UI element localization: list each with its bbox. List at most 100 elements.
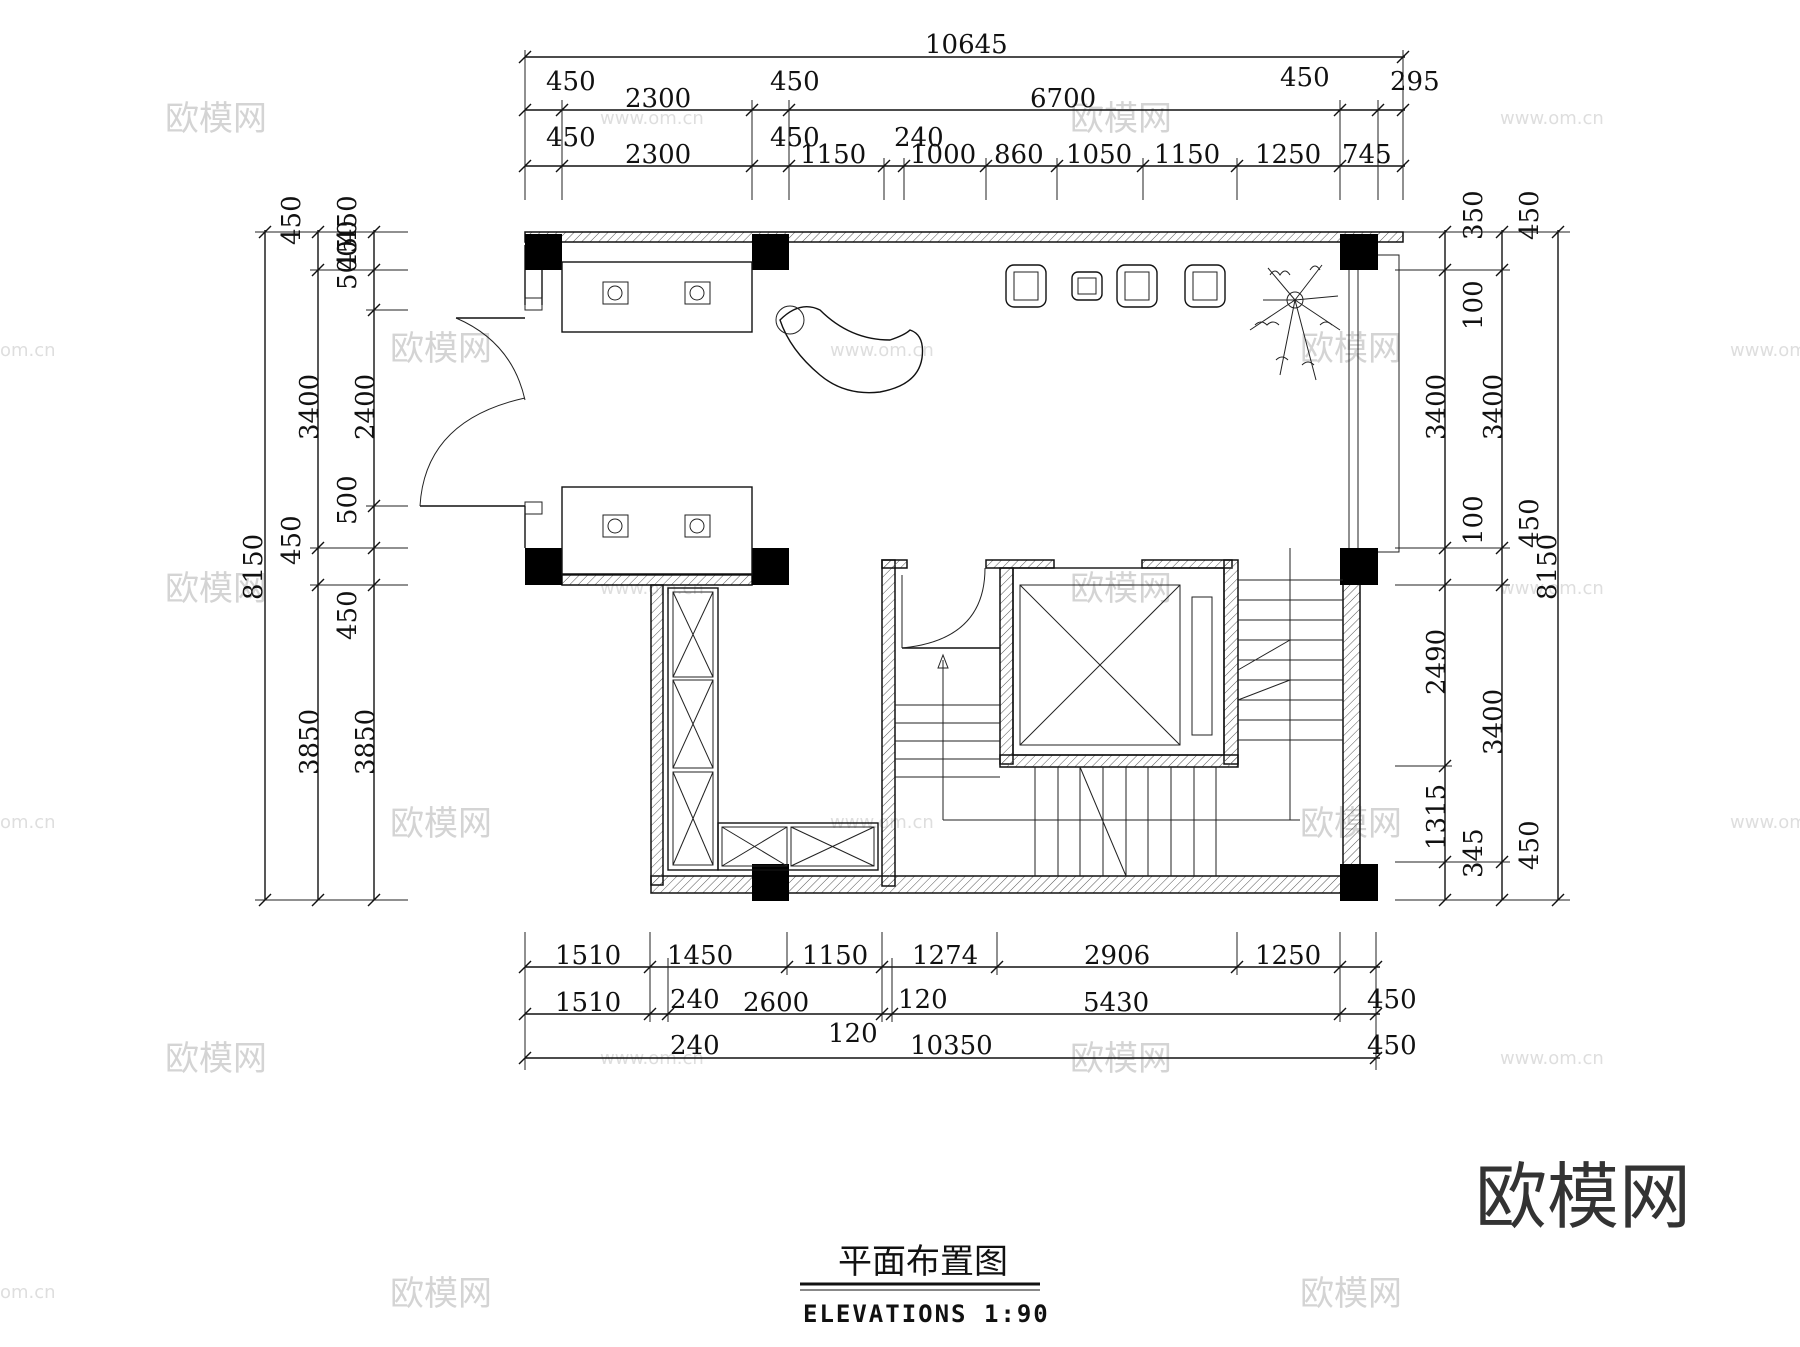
dim-label: 3850 <box>295 709 325 775</box>
dim-label: 3400 <box>1479 374 1509 440</box>
glass-facade <box>1348 254 1400 553</box>
column <box>752 234 789 270</box>
structural-columns <box>525 234 1378 901</box>
watermark-brand: 欧模网 <box>1070 99 1172 139</box>
watermark-brand: 欧模网 <box>165 99 267 139</box>
column <box>525 548 562 585</box>
dim-label: 100 <box>1459 280 1489 330</box>
dim-label: 450 <box>1515 190 1545 240</box>
dim-label: 2400 <box>351 374 381 440</box>
watermark-brand: 欧模网 <box>390 1274 492 1314</box>
watermark-brand: 欧模网 <box>1300 1274 1402 1314</box>
stair-core <box>895 548 1343 877</box>
dim-label: 1150 <box>1154 140 1220 170</box>
right-dimension-chain: 350 100 3400 100 2490 1315 345 450 3400 … <box>1395 190 1570 907</box>
watermark-url: www.om.cn <box>1500 1048 1604 1069</box>
entrance-door <box>419 317 526 507</box>
watermark-url: www.om.cn <box>830 340 934 361</box>
dim-label: 295 <box>1390 67 1440 97</box>
dim-label: 450 <box>277 195 307 245</box>
column <box>1340 548 1378 585</box>
dim-label: 1250 <box>1255 140 1321 170</box>
dim-label: 450 <box>1367 985 1417 1015</box>
dim-label: 2300 <box>625 84 691 114</box>
dim-label: 10350 <box>910 1031 993 1061</box>
watermark-url: www.om.cn <box>1500 578 1604 599</box>
dim-label: 240 <box>670 985 720 1015</box>
dim-label: 450 <box>1367 1031 1417 1061</box>
dim-label: 240 <box>894 123 944 153</box>
drawing-title: 平面布置图 <box>838 1242 1008 1282</box>
reception-desk <box>775 305 924 394</box>
dim-label: 345 <box>1459 828 1489 878</box>
dim-label: 500 <box>333 475 363 525</box>
lounge-chairs <box>1005 264 1226 308</box>
column <box>752 548 789 585</box>
watermark-brand: 欧模网 <box>1070 569 1172 609</box>
dim-label: 240 <box>670 1031 720 1061</box>
dim-label: 2906 <box>1084 941 1150 971</box>
dim-label: 6700 <box>1030 84 1096 114</box>
dim-label: 450 <box>770 67 820 97</box>
walls <box>524 231 1404 894</box>
watermark-url-edge: om.cn <box>0 812 56 833</box>
potted-plant <box>1249 264 1341 381</box>
watermark-url: www.om.cn <box>1730 812 1800 833</box>
watermark-brand: 欧模网 <box>1070 1039 1172 1079</box>
dim-label: 120 <box>898 985 948 1015</box>
dim-label: 860 <box>994 140 1044 170</box>
watermark-url-edge: om.cn <box>0 340 56 361</box>
elevator-shaft <box>1012 567 1225 756</box>
dim-label: 1315 <box>1422 784 1452 850</box>
dim-label: 1510 <box>555 988 621 1018</box>
dim-label: 450 <box>277 515 307 565</box>
column <box>1340 234 1378 270</box>
dim-label: 1274 <box>912 941 978 971</box>
column <box>1340 864 1378 901</box>
dim-top-total: 10645 <box>925 30 1008 60</box>
dim-label: 3400 <box>1422 374 1452 440</box>
dim-label: 350 <box>1459 190 1489 240</box>
bottom-dimension-chain: 1510 1450 1150 1274 2906 1250 1510 240 2… <box>518 932 1417 1070</box>
display-counter-top <box>561 261 753 333</box>
display-counter-bottom <box>561 486 753 576</box>
dim-label: 2300 <box>625 140 691 170</box>
dim-label: 500 <box>333 240 363 290</box>
dim-label: 1150 <box>800 140 866 170</box>
dim-label: 450 <box>1515 498 1545 548</box>
watermark-brand: 欧模网 <box>165 1039 267 1079</box>
dim-label: 450 <box>333 195 363 245</box>
brand-logo: 欧模网 <box>1475 1155 1691 1239</box>
drawing-title-block: 平面布置图 ELEVATIONS 1:90 <box>800 1242 1050 1328</box>
dim-label: 100 <box>1459 495 1489 545</box>
watermark-url: www.om.cn <box>600 108 704 129</box>
watermark-brand: 欧模网 <box>1300 329 1402 369</box>
watermark-brand: 欧模网 <box>165 569 267 609</box>
watermark-brand: 欧模网 <box>390 804 492 844</box>
dim-label: 1250 <box>1255 941 1321 971</box>
dim-label: 450 <box>546 123 596 153</box>
dim-label: 1000 <box>910 140 976 170</box>
dim-label: 745 <box>1342 140 1392 170</box>
dim-label: 1450 <box>667 941 733 971</box>
dim-label: 1510 <box>555 941 621 971</box>
dim-label: 5430 <box>1083 988 1149 1018</box>
dim-left-total: 8150 <box>239 534 269 600</box>
watermark-layer: 欧模网 欧模网 欧模网 欧模网 欧模网 欧模网 欧模网 欧模网 欧模网 欧模网 … <box>0 99 1800 1314</box>
dim-label: 450 <box>770 123 820 153</box>
storage-cabinets <box>667 587 879 871</box>
drawing-scale: ELEVATIONS 1:90 <box>803 1300 1050 1328</box>
dim-label: 3850 <box>351 709 381 775</box>
dim-label: 450 <box>333 590 363 640</box>
dim-label: 1150 <box>802 941 868 971</box>
dim-label: 120 <box>828 1019 878 1049</box>
watermark-url: www.om.cn <box>1500 108 1604 129</box>
dim-label: 450 <box>546 67 596 97</box>
dim-label: 2490 <box>1422 629 1452 695</box>
watermark-url: www.om.cn <box>1730 340 1800 361</box>
dim-label: 3400 <box>1479 689 1509 755</box>
dim-label: 1050 <box>1066 140 1132 170</box>
dim-label: 450 <box>1515 820 1545 870</box>
watermark-url-edge: om.cn <box>0 1282 56 1303</box>
